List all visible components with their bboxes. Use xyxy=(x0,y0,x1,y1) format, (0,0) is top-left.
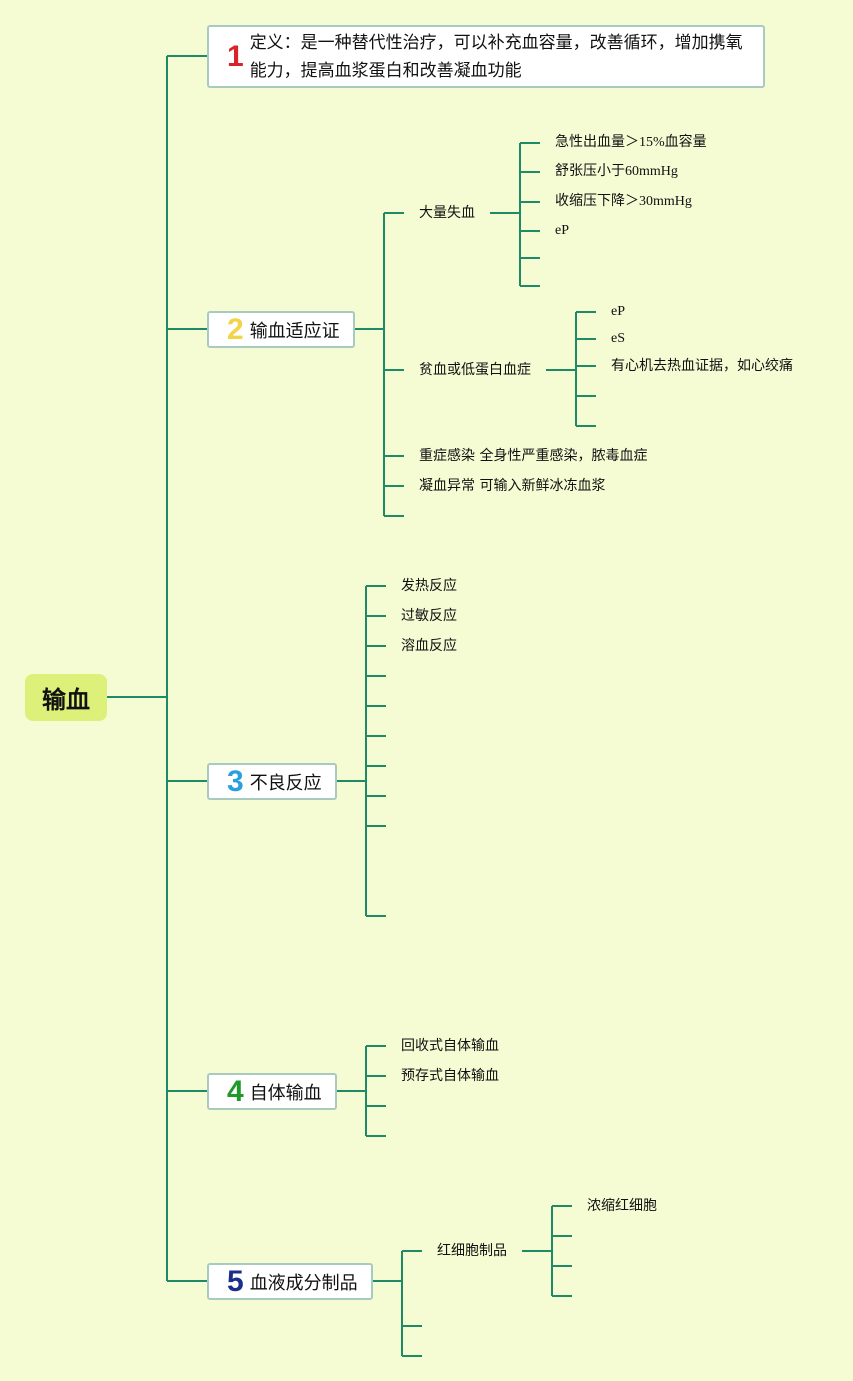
subtopic-severe-infection[interactable]: 重症感染 全身性严重感染，脓毒血症 xyxy=(419,448,648,464)
leaf[interactable]: 舒张压小于60mmHg xyxy=(555,164,678,179)
topic-definition[interactable]: 1 定义：是一种替代性治疗，可以补充血容量，改善循环，增加携氧能力，提高血浆蛋白… xyxy=(207,25,765,88)
root-node[interactable]: 输血 xyxy=(25,674,107,721)
topic-blood-components[interactable]: 5 血液成分制品 xyxy=(207,1263,373,1300)
leaf[interactable]: 有心机去热血证据，如心绞痛 xyxy=(611,358,793,374)
number-3-icon: 3 xyxy=(227,764,244,798)
topic-autologous[interactable]: 4 自体输血 xyxy=(207,1073,337,1110)
subtopic-red-cells[interactable]: 红细胞制品 xyxy=(437,1243,507,1259)
topic-label: 自体输血 xyxy=(249,1082,322,1104)
subtopic-massive-bleeding[interactable]: 大量失血 xyxy=(419,205,475,221)
topic-indications[interactable]: 2 输血适应证 xyxy=(207,311,355,348)
number-5-icon: 5 xyxy=(227,1264,244,1298)
leaf[interactable]: 回收式自体输血 xyxy=(401,1038,499,1054)
leaf[interactable]: 预存式自体输血 xyxy=(401,1068,499,1084)
leaf[interactable]: 过敏反应 xyxy=(401,608,457,624)
leaf[interactable]: eP xyxy=(555,223,569,238)
subtopic-anemia[interactable]: 贫血或低蛋白血症 xyxy=(419,362,531,378)
topic-label: 不良反应 xyxy=(249,772,322,794)
topic-adverse-reactions[interactable]: 3 不良反应 xyxy=(207,763,337,800)
leaf[interactable]: eS xyxy=(611,331,625,346)
leaf[interactable]: 急性出血量＞15%血容量 xyxy=(555,135,707,150)
leaf[interactable]: 浓缩红细胞 xyxy=(587,1198,657,1214)
number-4-icon: 4 xyxy=(227,1074,244,1108)
number-1-icon: 1 xyxy=(227,39,244,73)
leaf[interactable]: eP xyxy=(611,304,625,319)
leaf[interactable]: 溶血反应 xyxy=(401,638,457,654)
leaf[interactable]: 收缩压下降＞30mmHg xyxy=(555,194,692,209)
definition-text: 定义：是一种替代性治疗，可以补充血容量，改善循环，增加携氧能力，提高血浆蛋白和改… xyxy=(249,32,743,81)
topic-label: 血液成分制品 xyxy=(249,1272,358,1294)
number-2-icon: 2 xyxy=(227,312,244,346)
topic-label: 输血适应证 xyxy=(249,320,340,342)
subtopic-coagulation[interactable]: 凝血异常 可输入新鲜冰冻血浆 xyxy=(419,478,606,494)
leaf[interactable]: 发热反应 xyxy=(401,578,457,594)
